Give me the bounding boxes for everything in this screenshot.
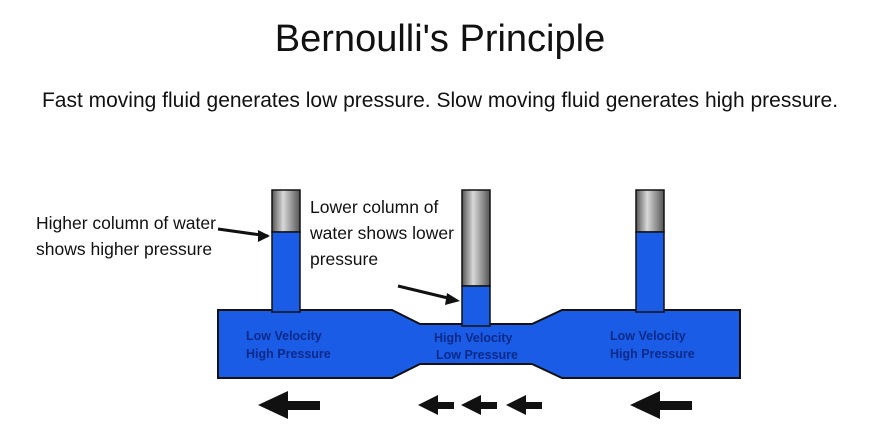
- diagram-subtitle: Fast moving fluid generates low pressure…: [41, 89, 839, 112]
- right-manometer-tube: [635, 189, 665, 313]
- zone-left-pressure: High Pressure: [246, 347, 331, 361]
- flow-arrow-small-2: [461, 395, 497, 415]
- venturi-pipe: [217, 309, 741, 379]
- zone-middle-pressure: Low Pressure: [436, 348, 518, 362]
- zone-right-pressure: High Pressure: [610, 347, 695, 361]
- flow-arrow-small-3: [506, 395, 542, 415]
- flow-arrow-small-1: [418, 395, 454, 415]
- zone-left-velocity: Low Velocity: [246, 329, 322, 343]
- left-manometer-tube: [271, 189, 301, 313]
- pointer-head-middle: [445, 293, 460, 305]
- diagram-title: Bernoulli's Principle: [274, 18, 606, 60]
- annotation-higher-column: Higher column of water shows higher pres…: [36, 213, 216, 259]
- annotation-lower-column: Lower column of water shows lower pressu…: [310, 197, 454, 269]
- flow-arrow-large-left: [258, 391, 320, 419]
- zone-right-velocity: Low Velocity: [610, 329, 686, 343]
- middle-manometer-tube: [461, 189, 491, 327]
- pointer-head-left: [258, 230, 270, 242]
- zone-middle-velocity: High Velocity: [434, 331, 513, 345]
- pointer-line-middle: [397, 284, 453, 301]
- flow-arrow-large-right: [630, 391, 692, 419]
